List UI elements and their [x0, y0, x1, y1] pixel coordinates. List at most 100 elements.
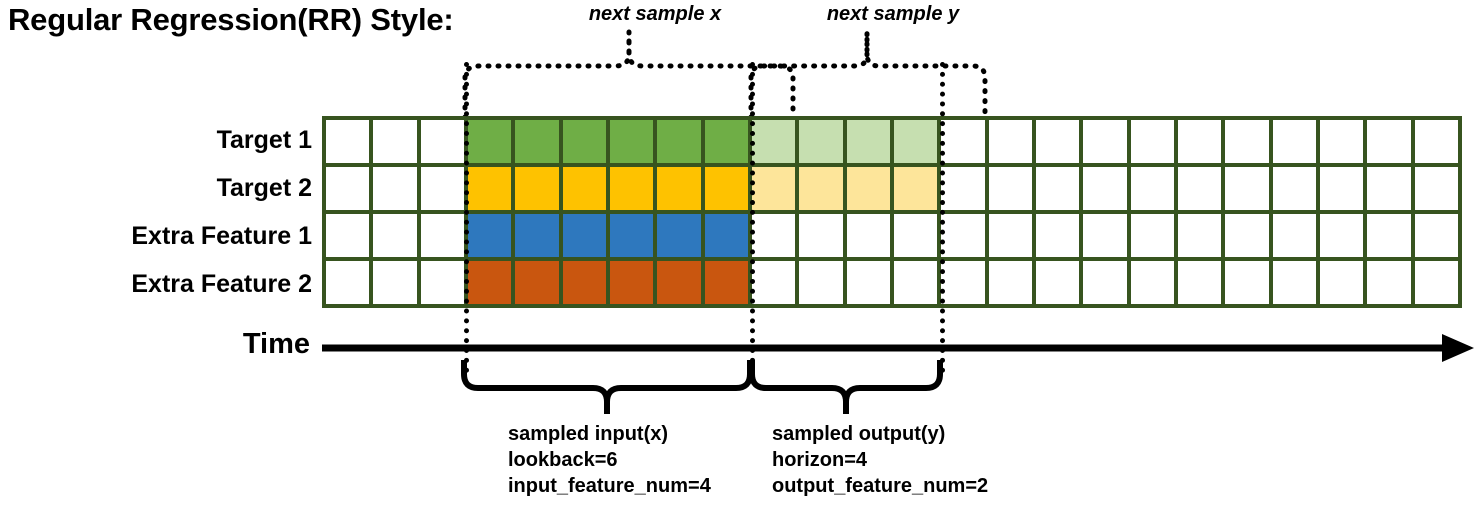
- bottom-braces: [461, 360, 943, 414]
- grid-cell-r0-c4: [515, 120, 559, 163]
- grid-cell-r1-c18: [1177, 167, 1222, 210]
- grid-cell-r2-c7: [657, 214, 701, 257]
- grid-cell-r3-c18: [1177, 261, 1222, 304]
- guide-line-horizon-end: [940, 62, 945, 373]
- grid-cell-r3-c10: [799, 261, 843, 304]
- grid-cell-r3-c17: [1130, 261, 1174, 304]
- grid-cell-r2-c8: [704, 214, 748, 257]
- grid-cell-r0-c8: [704, 120, 748, 163]
- grid-cell-r0-c23: [1414, 120, 1458, 163]
- grid-cell-r3-c3: [467, 261, 512, 304]
- caption-input-line-2: lookback=6: [508, 449, 618, 471]
- grid-cell-r0-c20: [1272, 120, 1316, 163]
- grid-cell-r3-c15: [1035, 261, 1080, 304]
- grid-cell-r1-c7: [657, 167, 701, 210]
- guide-line-split: [750, 62, 755, 373]
- grid-cell-r2-c11: [846, 214, 890, 257]
- grid-cell-r0-c22: [1367, 120, 1411, 163]
- grid-cell-r1-c12: [893, 167, 938, 210]
- caption-sampled-output: sampled output(y) horizon=4 output_featu…: [772, 421, 988, 499]
- grid-cell-r2-c12: [893, 214, 938, 257]
- grid-cell-r0-c11: [846, 120, 890, 163]
- grid-cell-r2-c0: [326, 214, 370, 257]
- grid-cell-r2-c4: [515, 214, 559, 257]
- grid-cell-r0-c7: [657, 120, 701, 163]
- grid-cell-r3-c1: [373, 261, 417, 304]
- grid-cell-r1-c21: [1319, 167, 1364, 210]
- grid-cell-r0-c9: [751, 120, 796, 163]
- grid-cell-r3-c19: [1225, 261, 1269, 304]
- grid-cell-r0-c10: [799, 120, 843, 163]
- grid-cell-r0-c12: [893, 120, 938, 163]
- time-axis-label: Time: [242, 328, 310, 360]
- grid-cell-r0-c13: [941, 120, 985, 163]
- grid-cell-r0-c6: [609, 120, 654, 163]
- grid-cell-r3-c12: [893, 261, 938, 304]
- grid-cell-r1-c16: [1083, 167, 1127, 210]
- grid-cell-r2-c20: [1272, 214, 1316, 257]
- grid-cell-r2-c21: [1319, 214, 1364, 257]
- page-title: Regular Regression(RR) Style:: [8, 2, 454, 37]
- grid-cell-r2-c15: [1035, 214, 1080, 257]
- grid-cell-r3-c4: [515, 261, 559, 304]
- grid-cell-r3-c16: [1083, 261, 1127, 304]
- grid-cell-r2-c13: [941, 214, 985, 257]
- grid-cell-r0-c2: [420, 120, 464, 163]
- grid-cell-r0-c14: [988, 120, 1032, 163]
- grid-cell-r2-c6: [609, 214, 654, 257]
- grid-cell-r3-c22: [1367, 261, 1411, 304]
- next-sample-y-label: next sample y: [826, 3, 960, 25]
- grid-cell-r3-c14: [988, 261, 1032, 304]
- grid-cell-r2-c9: [751, 214, 796, 257]
- grid-cell-r1-c15: [1035, 167, 1080, 210]
- grid-cell-r1-c8: [704, 167, 748, 210]
- grid-cell-r0-c1: [373, 120, 417, 163]
- grid-cell-r1-c6: [609, 167, 654, 210]
- grid-cell-r1-c23: [1414, 167, 1458, 210]
- grid-cell-r1-c2: [420, 167, 464, 210]
- grid-cell-r2-c2: [420, 214, 464, 257]
- grid-cell-r2-c10: [799, 214, 843, 257]
- grid-cell-r0-c3: [467, 120, 512, 163]
- grid-cell-r1-c17: [1130, 167, 1174, 210]
- caption-input-line-3: input_feature_num=4: [508, 475, 711, 497]
- grid-cell-r3-c8: [704, 261, 748, 304]
- row-label-target-2: Target 2: [216, 174, 312, 202]
- grid-cell-r2-c19: [1225, 214, 1269, 257]
- grid-cell-r2-c3: [467, 214, 512, 257]
- grid-cell-r3-c11: [846, 261, 890, 304]
- grid-cell-r1-c19: [1225, 167, 1269, 210]
- grid-cell-r1-c3: [467, 167, 512, 210]
- grid-cell-r1-c14: [988, 167, 1032, 210]
- grid-cell-r0-c19: [1225, 120, 1269, 163]
- grid-cell-r1-c9: [751, 167, 796, 210]
- grid-cell-r1-c20: [1272, 167, 1316, 210]
- grid-cell-r2-c18: [1177, 214, 1222, 257]
- grid-cell-r0-c5: [562, 120, 606, 163]
- caption-input-line-1: sampled input(x): [508, 423, 669, 445]
- grid-cell-r0-c0: [326, 120, 370, 163]
- grid-cell-r0-c16: [1083, 120, 1127, 163]
- grid-cell-r1-c1: [373, 167, 417, 210]
- grid-cell-r2-c16: [1083, 214, 1127, 257]
- grid-cell-r3-c20: [1272, 261, 1316, 304]
- grid-cell-r1-c5: [562, 167, 606, 210]
- row-label-column: Target 1 Target 2 Extra Feature 1 Extra …: [10, 116, 312, 308]
- grid-cell-r0-c18: [1177, 120, 1222, 163]
- grid-cell-r1-c10: [799, 167, 843, 210]
- grid-cell-r2-c1: [373, 214, 417, 257]
- grid-cell-r3-c23: [1414, 261, 1458, 304]
- grid-cell-r0-c21: [1319, 120, 1364, 163]
- next-sample-y-brace: [748, 32, 988, 120]
- row-label-extra-feature-1: Extra Feature 1: [131, 222, 312, 250]
- grid-cell-r2-c14: [988, 214, 1032, 257]
- grid-cell-r1-c13: [941, 167, 985, 210]
- grid-cell-r3-c6: [609, 261, 654, 304]
- grid-cell-r3-c9: [751, 261, 796, 304]
- caption-sampled-input: sampled input(x) lookback=6 input_featur…: [508, 421, 711, 499]
- grid-cell-r1-c0: [326, 167, 370, 210]
- grid-cell-r3-c5: [562, 261, 606, 304]
- grid-cell-r2-c17: [1130, 214, 1174, 257]
- grid-cell-r2-c23: [1414, 214, 1458, 257]
- grid-cell-r3-c13: [941, 261, 985, 304]
